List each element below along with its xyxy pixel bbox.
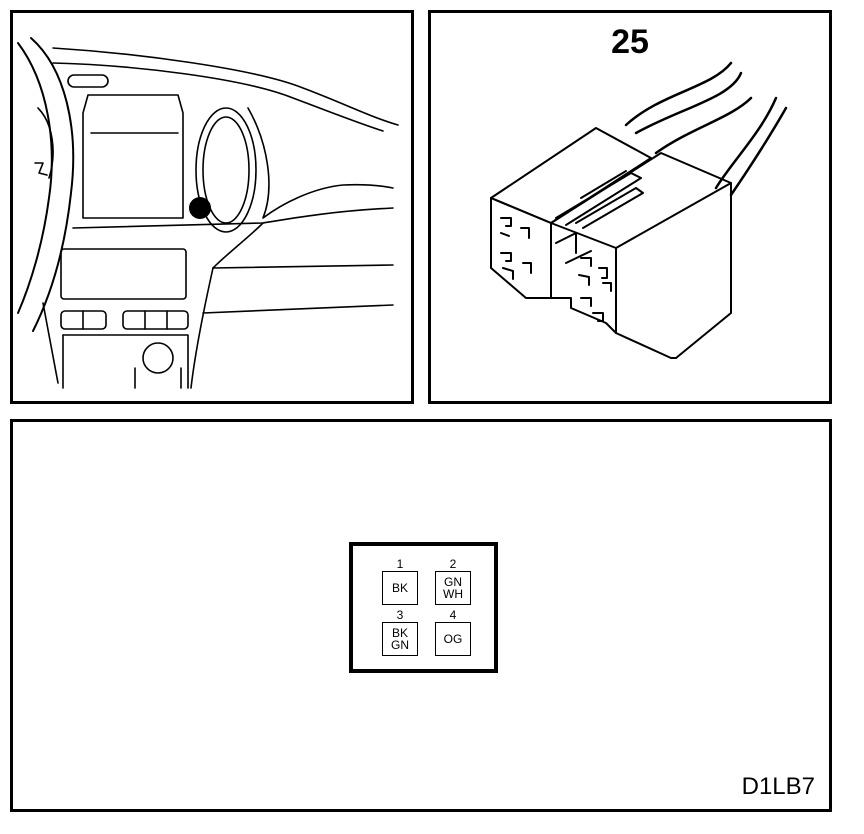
connector-illustration — [490, 61, 788, 359]
wire-color: GN — [391, 638, 409, 652]
wire-color: OG — [443, 632, 463, 646]
connector-view-panel: 25 — [428, 10, 832, 404]
connector-location-dot — [189, 197, 211, 219]
pin-color-box: BK — [382, 571, 418, 605]
pin-color-box: GN WH — [435, 571, 471, 605]
pin-3: 3 BK GN — [382, 609, 418, 657]
wire-color: GN — [444, 575, 462, 589]
wire-color: BK — [391, 581, 408, 595]
pin-number: 3 — [396, 608, 404, 622]
wire-color: BK — [391, 626, 408, 640]
connector-number: 25 — [611, 23, 649, 61]
dashboard-location-panel — [10, 10, 414, 404]
pin-number: 4 — [449, 608, 457, 622]
pin-number: 2 — [449, 557, 457, 571]
pin-4: 4 OG — [435, 609, 471, 657]
wire-color: WH — [443, 587, 463, 601]
connector-pin-face: 1 BK 2 GN WH 3 BK GN 4 OG — [349, 542, 498, 673]
pin-color-box: OG — [435, 622, 471, 656]
pin-2: 2 GN WH — [435, 558, 471, 606]
pinout-panel: 1 BK 2 GN WH 3 BK GN 4 OG D1LB7 — [10, 419, 832, 812]
pin-color-box: BK GN — [382, 622, 418, 656]
dashboard-illustration — [17, 37, 399, 389]
pin-number: 1 — [396, 557, 404, 571]
diagram-code: D1LB7 — [741, 773, 815, 800]
pin-1: 1 BK — [382, 558, 418, 606]
